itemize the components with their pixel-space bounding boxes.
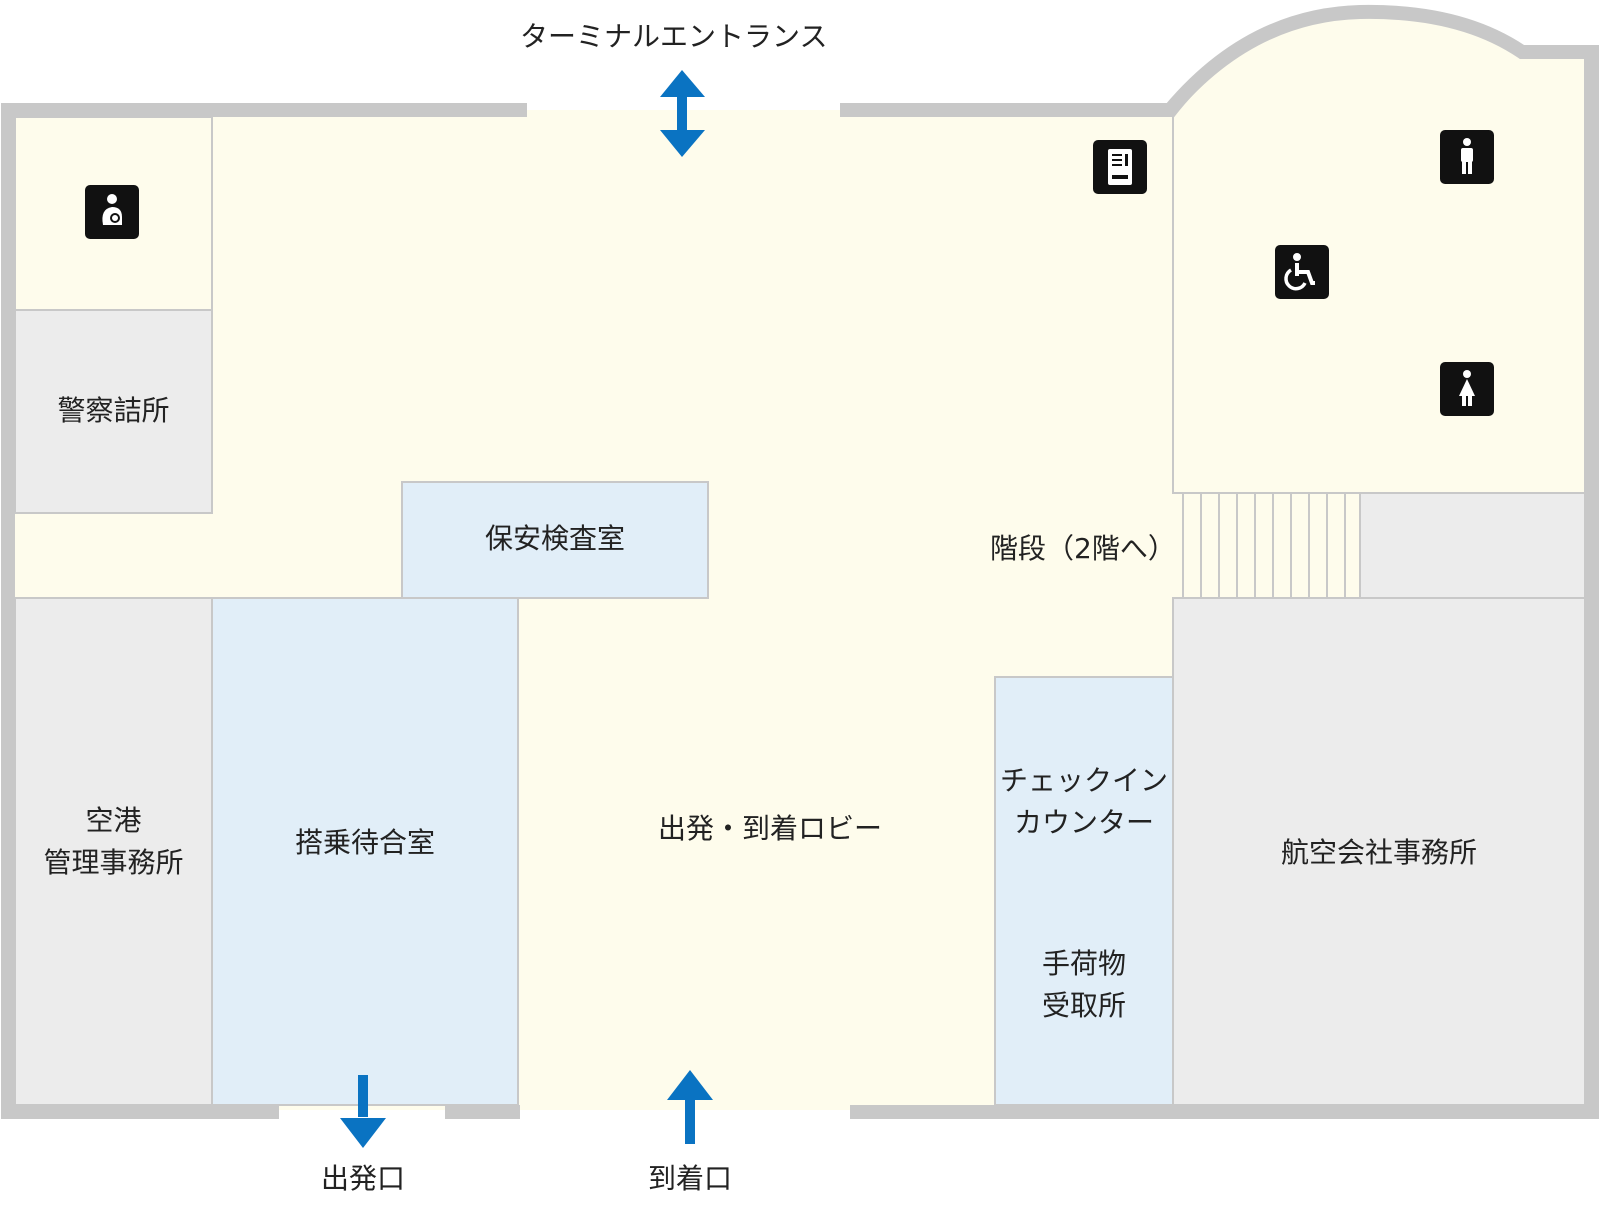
terminal-entrance-label: ターミナルエントランス [520, 20, 828, 53]
wheelchair-icon [1275, 245, 1329, 299]
checkin-counter-label: チェックイン カウンター [995, 760, 1173, 844]
police-room-label: 警察詰所 [57, 394, 170, 427]
outer-wall [1, 4, 1599, 1119]
departure-exit-label: 出発口 [320, 1162, 405, 1195]
boarding-lounge-room [211, 597, 519, 1106]
staircase [1182, 493, 1361, 598]
stairs-label: 階段（2階へ） [990, 532, 1176, 565]
security-room [401, 481, 709, 599]
airport-office-label: 空港 管理事務所 [15, 800, 212, 884]
airline-office-label: 航空会社事務所 [1280, 836, 1477, 869]
baggage-claim-label-line2: 受取所 [1041, 989, 1126, 1022]
police-room [14, 309, 213, 514]
storage-room [1359, 492, 1586, 599]
checkin-counter-label-line1: チェックイン [999, 764, 1168, 797]
toilet-area [1172, 13, 1586, 494]
baggage-claim-label: 手荷物 受取所 [995, 943, 1173, 1027]
airport-office-label-line2: 管理事務所 [43, 846, 184, 879]
baggage-claim-label-line1: 手荷物 [1041, 947, 1126, 980]
arrival-entrance-label: 到着口 [647, 1162, 732, 1195]
security-room-label: 保安検査室 [484, 522, 625, 555]
checkin-counter-label-line2: カウンター [1013, 806, 1154, 839]
airport-office-label-line1: 空港 [85, 804, 142, 837]
terminal-entrance-arrow [660, 70, 705, 157]
arrival-entrance-arrow [667, 1070, 713, 1144]
womens-toilet-icon [1440, 362, 1494, 416]
vending-machine-icon [1093, 140, 1147, 194]
boarding-lounge-label: 搭乗待合室 [294, 826, 435, 859]
mens-toilet-icon [1440, 130, 1494, 184]
departure-exit-arrow [340, 1075, 386, 1148]
checkin-baggage-room [994, 676, 1174, 1106]
nursing-room-icon [85, 185, 139, 239]
lobby-label: 出発・到着ロビー [657, 812, 882, 845]
